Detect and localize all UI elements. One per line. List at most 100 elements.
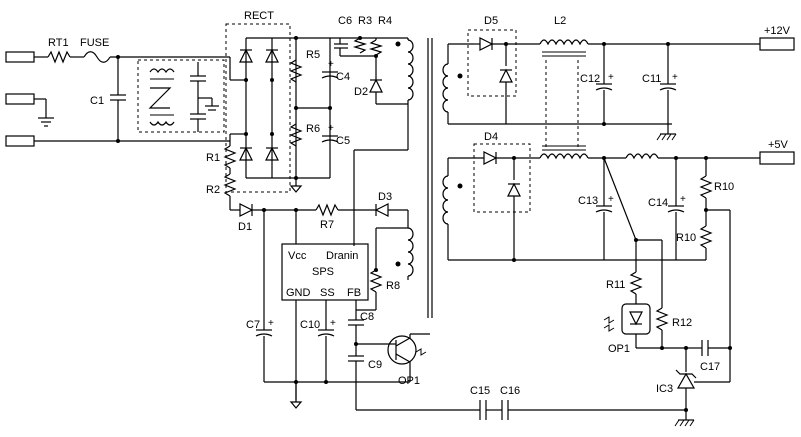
d5-diode [474,37,540,124]
l2-label: L2 [554,15,566,27]
c12-plus: + [608,72,614,83]
c1-label: C1 [90,95,104,107]
c6-label: C6 [338,15,352,27]
transformer-core [427,38,433,318]
sps-ic [281,243,369,301]
c7-capacitor [255,210,273,382]
d5-box [467,29,517,97]
r10-top-resistor [699,158,713,210]
ac-input-terminals [5,51,54,147]
r6-resistor [289,123,303,147]
output-choke-5v [625,153,659,160]
ground-bridge [289,178,303,193]
c5-plus: + [328,123,334,134]
d2-label: D2 [354,86,368,98]
out-5v-terminal [759,151,795,165]
c4-capacitor [321,71,339,79]
sps-drain-pin: Dranin [326,250,358,262]
c16-label: C16 [500,385,520,397]
sps-fb-pin: FB [347,287,361,299]
r5-resistor [289,59,303,83]
c4-label: C4 [336,71,350,83]
c9-label: C9 [368,359,382,371]
d1-label: D1 [238,221,252,233]
fuse [83,51,111,63]
c9-capacitor [348,344,364,410]
c11-label: C11 [642,73,661,85]
ic3-label: IC3 [656,383,673,395]
c12-capacitor [595,44,613,124]
d3-diode [374,203,408,217]
out-5v-label: +5V [768,139,789,151]
c14-label: C14 [648,197,668,209]
rt1-label: RT1 [48,37,69,49]
op1-left-label: OP1 [398,375,420,387]
d3-label: D3 [378,191,392,203]
r4-label: R4 [378,15,392,27]
c12-label: C12 [580,73,600,85]
l2-inductor [539,39,589,160]
r4-resistor [368,38,384,80]
c7-label: C7 [246,319,260,331]
c17-label: C17 [700,361,720,373]
r2-label: R2 [206,184,220,196]
r12-resistor [655,240,669,348]
c14-plus: + [680,194,686,205]
r12-label: R12 [672,317,692,329]
r7-label: R7 [320,219,334,231]
r5-label: R5 [306,49,320,61]
c5-label: C5 [336,135,350,147]
c17-capacitor [686,340,730,356]
r8-label: R8 [386,280,400,292]
rect-label: RECT [244,10,274,22]
r3-resistor [352,37,368,54]
c13-capacitor [595,158,613,260]
d4-diode [483,151,540,260]
c11-capacitor [659,44,677,124]
c13-plus: + [608,194,614,205]
aux-winding [395,210,414,280]
r10-bottom-resistor [699,210,713,260]
c13-label: C13 [578,195,598,207]
out-12v-label: +12V [764,25,791,37]
secondary-12v-winding [442,44,463,124]
rt1-thermistor [34,50,84,64]
c14-capacitor [667,158,685,260]
ground-secondary-bottom [674,419,695,427]
secondary-5v-winding [442,158,463,260]
rect-bridge-box [225,23,291,193]
emi-filter [137,59,225,133]
r1-resistor [223,141,237,169]
c4-plus: + [328,59,334,70]
transformer-primary [353,38,414,246]
out-12v-terminal [759,37,795,51]
sps-vcc-pin: Vcc [288,250,307,262]
d2-diode [369,78,408,105]
c10-plus: + [330,318,336,329]
d4-box [473,143,531,213]
bridge-rectifier [239,37,296,179]
d1-diode [230,203,316,217]
r1-label: R1 [206,152,220,164]
fuse-label: FUSE [80,37,109,49]
sps-ss-pin: SS [320,287,335,299]
r3-label: R3 [358,15,372,27]
r6-label: R6 [306,123,320,135]
d4-label: D4 [484,131,498,143]
r10-top-label: R10 [714,181,734,193]
r10-bottom-label: R10 [676,232,696,244]
c8-label: C8 [360,311,374,323]
sps-gnd-pin: GND [286,287,311,299]
c10-label: C10 [300,319,320,331]
c11-plus: + [672,72,678,83]
c15-c16-capacitors [479,400,686,420]
c5-capacitor [321,135,339,143]
c1-capacitor [110,57,126,141]
c15-label: C15 [470,385,490,397]
c8-capacitor [348,310,364,344]
sps-name: SPS [312,266,334,278]
r11-resistor [629,240,643,304]
op1-phototransistor [387,333,430,382]
ground-primary [289,382,303,409]
